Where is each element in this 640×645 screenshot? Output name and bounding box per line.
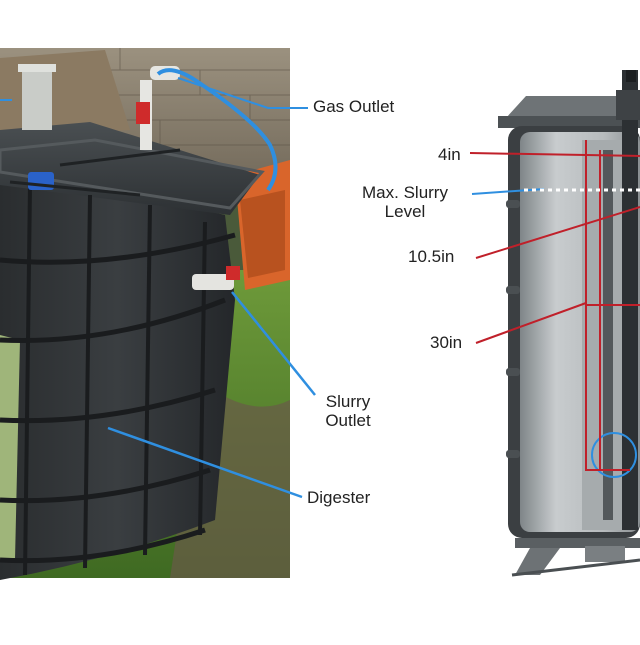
photo-callouts xyxy=(0,77,316,499)
max-slurry-level-label-line2: Level xyxy=(384,202,426,221)
max-slurry-level-label: Max. Slurry Level xyxy=(340,183,470,221)
digester-schematic xyxy=(498,70,640,577)
dimension-lines xyxy=(469,140,640,471)
digester-label: Digester xyxy=(307,488,371,507)
slurry-outlet-label: Slurry Outlet xyxy=(312,392,384,430)
slurry-outlet-label-line2: Outlet xyxy=(325,411,371,430)
gas-outlet-label: Gas Outlet xyxy=(313,97,395,116)
max-slurry-level-label-line1: Max. Slurry xyxy=(362,183,448,202)
max-slurry-level-marker xyxy=(471,188,640,195)
dimension-4in-label: 4in xyxy=(438,145,461,164)
digester-photo xyxy=(0,48,290,580)
dimension-30in-label: 30in xyxy=(430,333,463,352)
dimension-10-5in-label: 10.5in xyxy=(408,247,455,266)
slurry-outlet-label-line1: Slurry xyxy=(325,392,371,411)
